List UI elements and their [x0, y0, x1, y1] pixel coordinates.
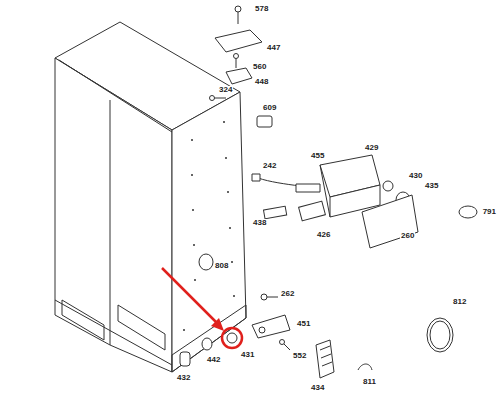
callout-number: 262 [280, 290, 295, 298]
callout-number: 430 [408, 172, 423, 180]
callout-number: 447 [266, 44, 281, 52]
callout-number: 260 [400, 232, 415, 240]
callout-number: 442 [206, 356, 221, 364]
callout-number: 808 [214, 262, 229, 270]
callout-number: 324 [218, 86, 233, 94]
callout-number: 431 [240, 351, 255, 359]
callout-number: 812 [452, 298, 467, 306]
callout-number: 578 [254, 5, 269, 13]
callout-number: 451 [296, 320, 311, 328]
callout-number: 438 [252, 219, 267, 227]
callout-number: 791 [482, 208, 497, 216]
callout-number: 455 [310, 152, 325, 160]
callout-number: 435 [424, 182, 439, 190]
callout-number: 432 [176, 374, 191, 382]
callout-number: 242 [262, 162, 277, 170]
callout-number: 552 [292, 352, 307, 360]
callout-number: 609 [262, 104, 277, 112]
callout-number: 811 [362, 378, 377, 386]
callout-number: 434 [310, 384, 325, 392]
callout-number: 448 [254, 78, 269, 86]
callout-number: 560 [252, 63, 267, 71]
callout-number: 426 [316, 231, 331, 239]
callout-number: 429 [364, 144, 379, 152]
